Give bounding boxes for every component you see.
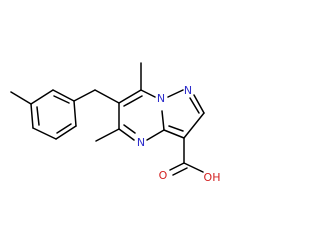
atom-label-oh: OH [204, 171, 221, 184]
bond-double-inner [123, 95, 143, 107]
bond [161, 110, 165, 131]
bond-double-inner [123, 124, 136, 134]
bond-double-inner [53, 95, 70, 104]
molecule-structure: N N N OH O [10, 62, 221, 184]
carboxyl-bond-o-double [172, 167, 188, 176]
bond-double-inner [56, 123, 72, 134]
bond [55, 125, 77, 140]
bond [30, 89, 54, 105]
atom-label-n-fused: N [157, 92, 165, 105]
bond-double-inner [189, 97, 200, 114]
methylene-bond [73, 89, 96, 102]
molecule-canvas: N N N OH O [10, 62, 221, 184]
bond [118, 89, 142, 104]
bond [163, 129, 185, 139]
bond-double-inner [168, 125, 184, 132]
bond [118, 128, 135, 141]
bond [193, 94, 205, 114]
tolyl-ring [30, 89, 77, 140]
atom-label-o: O [159, 169, 168, 182]
atom-label-n-pyrimidine: N [137, 136, 145, 149]
bond [52, 89, 75, 102]
bond [73, 100, 77, 127]
methyl-bond-left [95, 128, 120, 142]
carboxyl-bond-oh [183, 162, 204, 173]
bond [183, 112, 205, 139]
methyl-bond-tolyl [10, 91, 32, 105]
bond-double-inner [36, 106, 40, 126]
methylene-bond [94, 89, 120, 104]
bond [140, 89, 156, 98]
carboxyl-bond-o [169, 162, 185, 171]
bond [30, 103, 34, 129]
bond [32, 127, 57, 140]
atom-label-n-pyrazole: N [184, 84, 192, 97]
pyrimidine-ring [118, 89, 165, 141]
pyrazole-ring [163, 89, 205, 139]
bond [146, 129, 165, 141]
bond [167, 89, 184, 98]
